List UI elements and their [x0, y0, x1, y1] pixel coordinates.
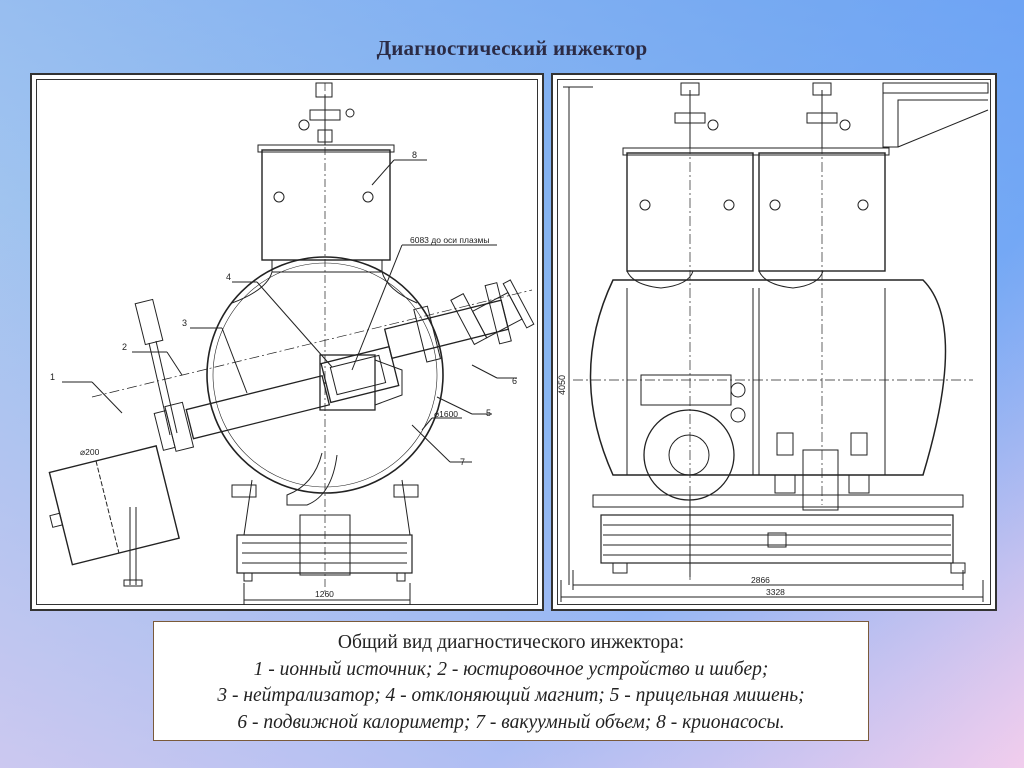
plasma-axis-label: 6083 до оси плазмы [410, 235, 489, 245]
inner-width-dimension-label: 2866 [751, 575, 770, 585]
ion-source [48, 445, 180, 566]
label-8: 8 [412, 150, 417, 160]
slide-title: Диагностический инжектор [376, 36, 648, 60]
source-diameter-label: ⌀200 [80, 447, 100, 457]
front-view-drawing: 4050 2866 3328 [551, 73, 997, 611]
cryopump-body [261, 149, 391, 261]
label-5: 5 [486, 408, 491, 418]
caption-heading: Общий вид диагностического инжектора: [337, 632, 685, 653]
label-6: 6 [512, 376, 517, 386]
total-width-dimension-label: 3328 [766, 587, 785, 597]
side-view-svg: 1 2 3 4 5 6 7 8 6083 до оси плазмы ⌀1600… [48, 82, 535, 605]
figure-caption: Общий вид диагностического инжектора: 1 … [153, 621, 869, 741]
vacuum-vessel [206, 256, 444, 494]
side-view-drawing: 1 2 3 4 5 6 7 8 6083 до оси плазмы ⌀1600… [30, 73, 544, 611]
vessel-diameter-label: ⌀1600 [434, 409, 458, 419]
label-3: 3 [182, 318, 187, 328]
caption-line-2: 3 - нейтрализатор; 4 - отклоняющий магни… [217, 685, 805, 706]
label-2: 2 [122, 342, 127, 352]
label-7: 7 [460, 457, 465, 467]
height-dimension-label: 4050 [557, 375, 567, 395]
width-dimension-label: 1260 [315, 589, 334, 599]
label-1: 1 [50, 372, 55, 382]
caption-line-3: 6 - подвижной калориметр; 7 - вакуумный … [237, 711, 785, 733]
vacuum-vessel-front [589, 279, 947, 476]
caption-line-1: 1 - ионный источник; 2 - юстировочное ус… [253, 658, 769, 680]
label-4: 4 [226, 272, 231, 282]
front-view-svg: 4050 2866 3328 [557, 82, 989, 602]
